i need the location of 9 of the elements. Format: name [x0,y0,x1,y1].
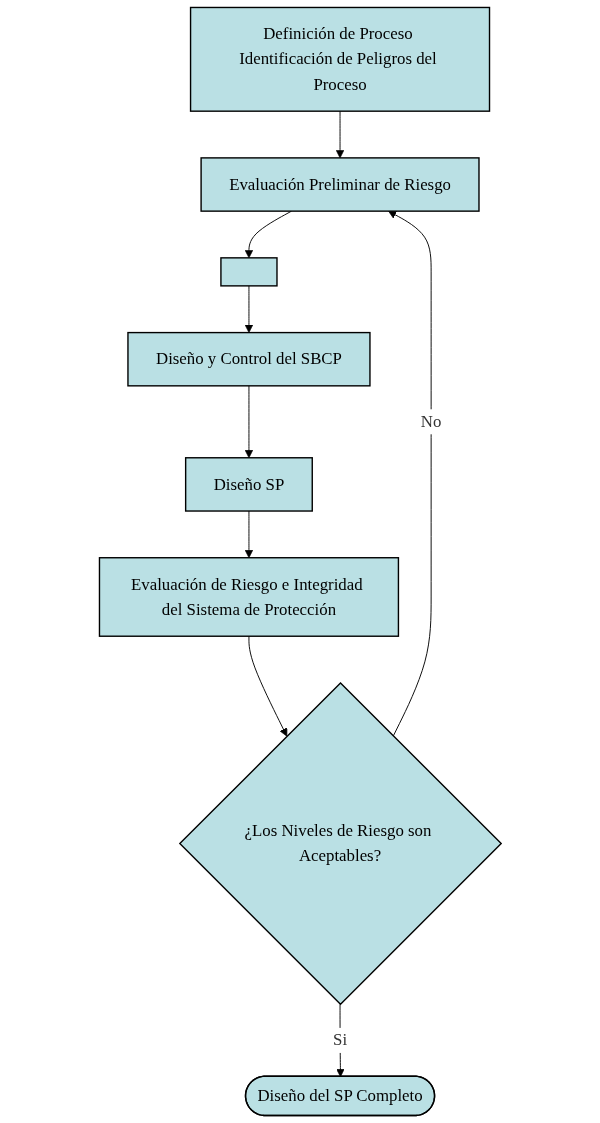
node-box: Definición de Proceso Identificación de Peligros del Proceso [189,6,490,112]
node-box: Diseño SP [184,457,313,512]
node-diamond: ¿Los Niveles de Riesgo son Aceptables? [178,681,502,1006]
edge-label: No [420,412,442,431]
edge-label: Si [332,1030,347,1050]
node-box: Evaluación Preliminar de Riesgo [200,157,480,212]
node-box: Diseño y Control del SBCP [126,331,371,387]
node-box [219,257,278,287]
node-box: Evaluación de Riesgo e Integridad del Sistema de Protección [98,557,399,637]
